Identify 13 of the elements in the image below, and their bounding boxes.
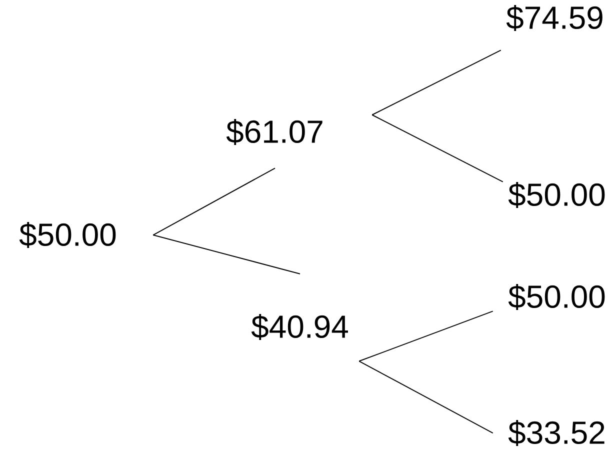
- price-label: $74.59: [506, 5, 602, 31]
- branch-line: [372, 114, 504, 182]
- price-label: $40.94: [251, 314, 348, 340]
- branch-line: [372, 50, 502, 116]
- branch-line: [152, 234, 300, 274]
- price-label: $50.00: [19, 222, 116, 248]
- price-label: $50.00: [508, 182, 605, 208]
- branch-line: [358, 360, 494, 434]
- price-label: $61.07: [226, 119, 322, 145]
- price-label: $33.52: [508, 420, 604, 446]
- branch-line: [358, 310, 494, 362]
- price-label: $50.00: [508, 284, 605, 310]
- branch-line: [152, 168, 276, 236]
